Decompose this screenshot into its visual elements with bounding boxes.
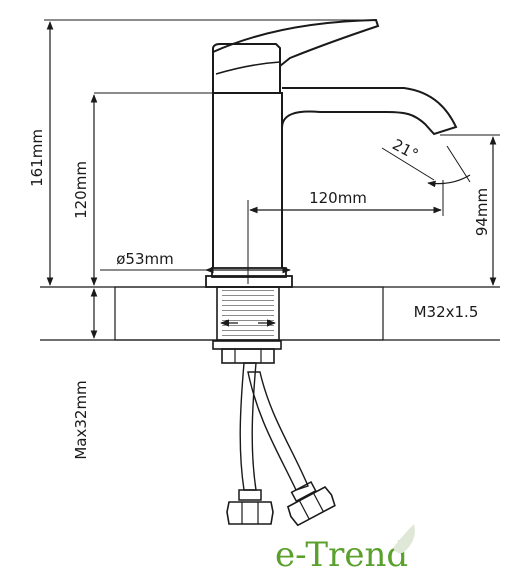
brand-name: e-Trend (275, 535, 408, 575)
hose-nut-right (286, 480, 336, 527)
label-spout-angle: 21° (389, 135, 421, 163)
extension-lines (44, 19, 500, 284)
label-spout-reach: 120mm (309, 189, 367, 207)
dimension-lines (46, 21, 497, 339)
braided-hoses (239, 362, 309, 491)
label-body-height: 120mm (72, 161, 90, 219)
label-max-thickness: Max32mm (72, 380, 90, 459)
faucet-body (205, 87, 458, 288)
lock-nut (212, 340, 282, 364)
label-spout-height: 94mm (473, 188, 491, 236)
faucet-handle (212, 18, 380, 93)
hose-nut-left (226, 489, 274, 525)
label-thread: M32x1.5 (414, 303, 479, 321)
label-total-height: 161mm (28, 129, 46, 187)
dimension-labels: 161mm 120mm 120mm 94mm ø53mm M32x1.5 Max… (28, 129, 491, 460)
brand-logo: e-Trend (275, 524, 415, 575)
threaded-shank (216, 286, 280, 341)
leaf-icon (393, 524, 415, 554)
label-base-diameter: ø53mm (116, 250, 174, 268)
